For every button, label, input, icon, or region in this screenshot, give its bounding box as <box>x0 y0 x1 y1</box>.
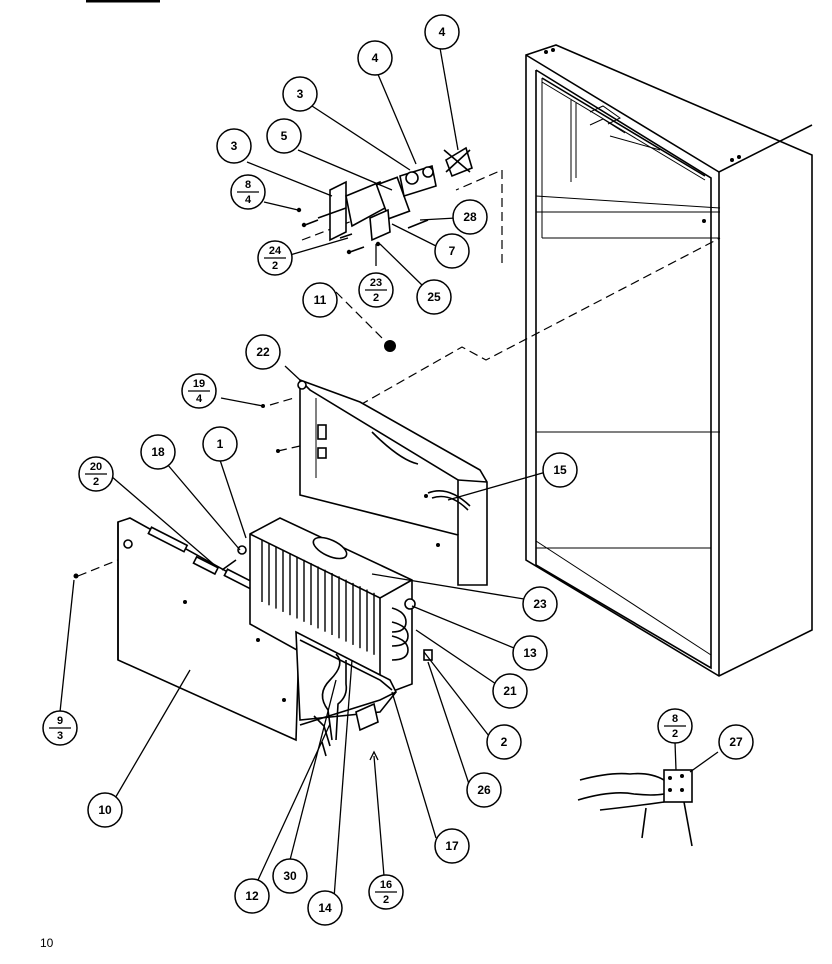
callout-denominator: 2 <box>383 894 389 906</box>
wire-connector <box>577 769 693 847</box>
callout-c25: 25 <box>416 279 452 315</box>
callout-c28: 28 <box>452 199 488 235</box>
callout-number: 14 <box>318 901 332 915</box>
callout-number: 28 <box>463 210 477 224</box>
callout-number: 5 <box>281 129 288 143</box>
page-number: 10 <box>40 936 54 950</box>
callout-c8a: 84 <box>230 174 266 210</box>
callout-c27: 27 <box>718 724 754 760</box>
callout-c30: 30 <box>272 858 308 894</box>
callout-denominator: 2 <box>93 476 99 488</box>
callout-number: 11 <box>314 293 327 307</box>
callout-c20: 202 <box>78 456 114 492</box>
callout-number: 3 <box>231 139 238 153</box>
fan-motor-assembly <box>296 146 473 255</box>
callout-c5: 5 <box>266 118 302 154</box>
callout-numerator: 8 <box>245 179 251 191</box>
callout-denominator: 2 <box>672 728 678 740</box>
callout-number: 22 <box>256 345 270 359</box>
callout-number: 27 <box>729 735 743 749</box>
callout-c12: 12 <box>234 878 270 914</box>
callout-c3a: 3 <box>216 128 252 164</box>
callout-numerator: 24 <box>269 245 282 257</box>
callout-number: 17 <box>445 839 459 853</box>
svg-text:4: 4 <box>439 25 446 39</box>
callout-c23a: 23 <box>522 586 558 622</box>
leader-lines <box>59 47 719 899</box>
callout-number: 10 <box>98 803 112 817</box>
callout-c1: 1 <box>202 426 238 462</box>
callout-c17: 17 <box>434 828 470 864</box>
callout-denominator: 3 <box>57 730 63 742</box>
callout-c16: 162 <box>368 874 404 910</box>
callout-numerator: 16 <box>380 879 392 891</box>
callout-number: 25 <box>427 290 441 304</box>
callout-c10: 10 <box>87 792 123 828</box>
callout-c6: 4 <box>424 14 460 50</box>
callout-c19: 194 <box>181 373 217 409</box>
callout-number: 26 <box>477 783 491 797</box>
callout-c11: 11 <box>302 282 338 318</box>
callout-c9: 93 <box>42 710 78 746</box>
callout-numerator: 20 <box>90 461 102 473</box>
callout-c4: 4 <box>357 40 393 76</box>
grommet <box>384 340 396 352</box>
callout-number: 23 <box>533 597 547 611</box>
evaporator-cover <box>261 378 488 586</box>
callout-number: 15 <box>553 463 567 477</box>
callout-c8b: 82 <box>657 708 693 744</box>
callout-number: 7 <box>449 244 456 258</box>
callout-number: 1 <box>217 437 224 451</box>
callout-c22: 22 <box>245 334 281 370</box>
callout-number: 3 <box>297 87 304 101</box>
callout-number: 21 <box>503 684 517 698</box>
callout-number: 13 <box>523 646 537 660</box>
callout-numerator: 8 <box>672 713 678 725</box>
callout-number: 30 <box>283 869 297 883</box>
callout-c23b: 232 <box>358 272 394 308</box>
callout-denominator: 4 <box>245 194 252 206</box>
callout-c26: 26 <box>466 772 502 808</box>
callout-denominator: 2 <box>373 292 379 304</box>
callout-number: 12 <box>245 889 259 903</box>
callout-denominator: 2 <box>272 260 278 272</box>
callout-numerator: 9 <box>57 715 63 727</box>
callout-c7: 7 <box>434 233 470 269</box>
callout-number: 4 <box>372 51 379 65</box>
callout-numerator: 23 <box>370 277 382 289</box>
callout-c3b: 3 <box>282 76 318 112</box>
drain-pan <box>295 630 397 757</box>
callout-c15: 15 <box>542 452 578 488</box>
callout-number: 18 <box>151 445 165 459</box>
cabinet <box>525 44 813 677</box>
callout-c21: 21 <box>492 673 528 709</box>
callout-number: 2 <box>501 735 508 749</box>
callout-c24: 242 <box>257 240 293 276</box>
callout-c18: 18 <box>140 434 176 470</box>
evaporator-coil <box>221 517 433 697</box>
callout-c2: 2 <box>486 724 522 760</box>
callout-c14: 14 <box>307 890 343 926</box>
callout-numerator: 19 <box>193 378 205 390</box>
callout-c13: 13 <box>512 635 548 671</box>
callout-denominator: 4 <box>196 393 203 405</box>
